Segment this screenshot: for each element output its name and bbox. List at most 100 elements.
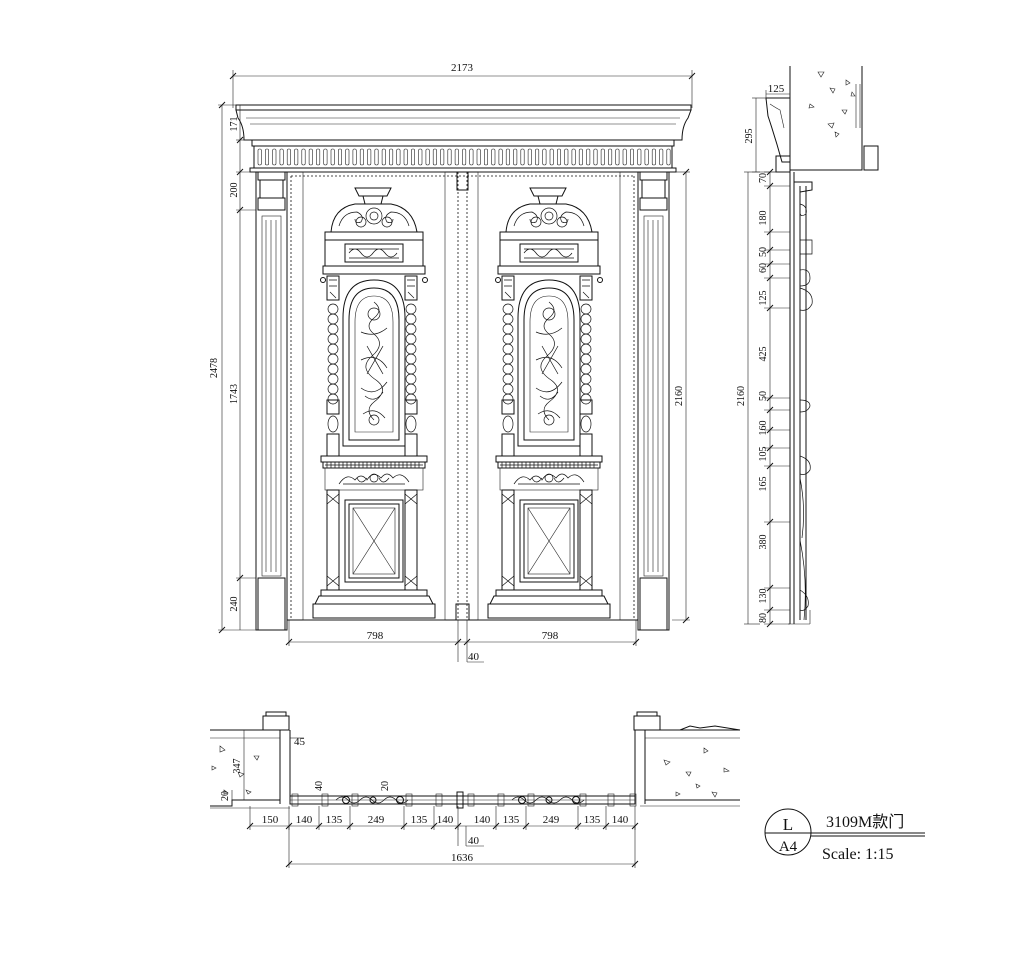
column-bead bbox=[502, 383, 514, 395]
plan-dim-label: 135 bbox=[326, 814, 343, 826]
rivet bbox=[422, 277, 428, 283]
dentil bbox=[367, 148, 372, 166]
dentil bbox=[389, 148, 394, 166]
mid-rail-top bbox=[320, 455, 428, 463]
title-model: 3109M款门 bbox=[826, 813, 904, 831]
rivet bbox=[597, 277, 603, 283]
dentil bbox=[330, 148, 335, 166]
title-scale: Scale: 1:15 bbox=[822, 846, 894, 863]
side-dim-label: 125 bbox=[758, 291, 769, 306]
capital-carving bbox=[504, 279, 512, 299]
dentil bbox=[615, 148, 620, 166]
lower-column bbox=[501, 489, 515, 591]
side-dim-label: 70 bbox=[758, 173, 769, 183]
dentil bbox=[396, 148, 401, 166]
dentil bbox=[666, 148, 671, 166]
side-tick-mark bbox=[766, 304, 774, 312]
dim-capital-height: 200 bbox=[229, 183, 240, 198]
plinth bbox=[314, 595, 434, 605]
dentil bbox=[535, 148, 540, 166]
column-bead bbox=[405, 363, 417, 375]
column-bead bbox=[502, 393, 514, 405]
column-bead bbox=[502, 343, 514, 355]
plan-stile bbox=[291, 793, 299, 807]
lower-column bbox=[326, 489, 340, 591]
dentil bbox=[527, 148, 532, 166]
plan-dim-frame-top: 45 bbox=[294, 736, 306, 748]
plan-stile bbox=[497, 793, 505, 807]
pediment bbox=[505, 203, 593, 233]
side-dim-label: 50 bbox=[758, 247, 769, 257]
plinth-top bbox=[495, 589, 603, 597]
door-leaf-left bbox=[302, 171, 446, 621]
column-bead bbox=[405, 353, 417, 365]
column-block bbox=[326, 399, 340, 415]
plan-tick-mark bbox=[602, 822, 610, 830]
pediment-scroll bbox=[513, 211, 585, 227]
plinth-base bbox=[487, 603, 611, 619]
dentil bbox=[469, 148, 474, 166]
dentil bbox=[425, 148, 430, 166]
column-bead bbox=[327, 313, 339, 325]
plinth bbox=[489, 595, 609, 605]
column-block bbox=[501, 399, 515, 415]
mid-rail-top bbox=[495, 455, 603, 463]
plan-stile bbox=[527, 793, 535, 807]
dentil bbox=[410, 148, 415, 166]
plan-dim-stop: 40 bbox=[314, 781, 325, 791]
lower-panel-frame bbox=[344, 499, 404, 583]
panel-diagonal bbox=[352, 507, 396, 575]
side-dim-width-top: 125 bbox=[768, 83, 785, 95]
column-bead bbox=[405, 313, 417, 325]
column-bead bbox=[405, 373, 417, 385]
dentil bbox=[272, 148, 277, 166]
column-bead bbox=[405, 383, 417, 395]
plan-dim-label: 150 bbox=[262, 814, 279, 826]
iron-ring bbox=[543, 414, 555, 426]
column-capital bbox=[326, 275, 340, 301]
column-capital bbox=[579, 275, 593, 301]
arch-inner bbox=[523, 287, 575, 441]
column-oval bbox=[502, 415, 514, 433]
dentil bbox=[257, 148, 262, 166]
frieze-panel bbox=[519, 243, 579, 263]
dentil bbox=[644, 148, 649, 166]
plan-stile bbox=[629, 793, 637, 807]
plan-tick-mark bbox=[574, 822, 582, 830]
plan-dim-total-width: 1636 bbox=[451, 852, 474, 864]
column-bead bbox=[327, 323, 339, 335]
dim-overall-height: 2478 bbox=[209, 358, 220, 378]
dim-leaf-width-right: 798 bbox=[542, 630, 559, 642]
column-bead bbox=[405, 393, 417, 405]
capital-carving bbox=[407, 279, 415, 299]
column-bead bbox=[580, 313, 592, 325]
lower-column-x bbox=[501, 493, 515, 587]
frieze-sill bbox=[497, 265, 601, 275]
plinth-base bbox=[312, 603, 436, 619]
plan-dim-label: 140 bbox=[296, 814, 313, 826]
column-bead bbox=[580, 343, 592, 355]
dentil bbox=[476, 148, 481, 166]
plan-knob bbox=[396, 796, 404, 804]
column-oval bbox=[327, 415, 339, 433]
capital-carving bbox=[582, 279, 590, 299]
dim-cornice-height: 171 bbox=[229, 117, 240, 132]
plan-stile bbox=[467, 793, 475, 807]
side-tick-mark bbox=[766, 394, 774, 402]
lower-panel bbox=[348, 503, 400, 579]
dentil bbox=[432, 148, 437, 166]
column-bead bbox=[327, 333, 339, 345]
acanthus-carving bbox=[513, 473, 585, 485]
lower-column-x bbox=[404, 493, 418, 587]
side-tick-mark bbox=[766, 518, 774, 526]
dentil bbox=[622, 148, 627, 166]
side-tick-mark bbox=[766, 182, 774, 190]
dentil bbox=[337, 148, 342, 166]
acanthus-carving bbox=[338, 473, 410, 485]
frieze-sill bbox=[322, 265, 426, 275]
column-bead bbox=[405, 333, 417, 345]
plan-tick-mark bbox=[315, 822, 323, 830]
